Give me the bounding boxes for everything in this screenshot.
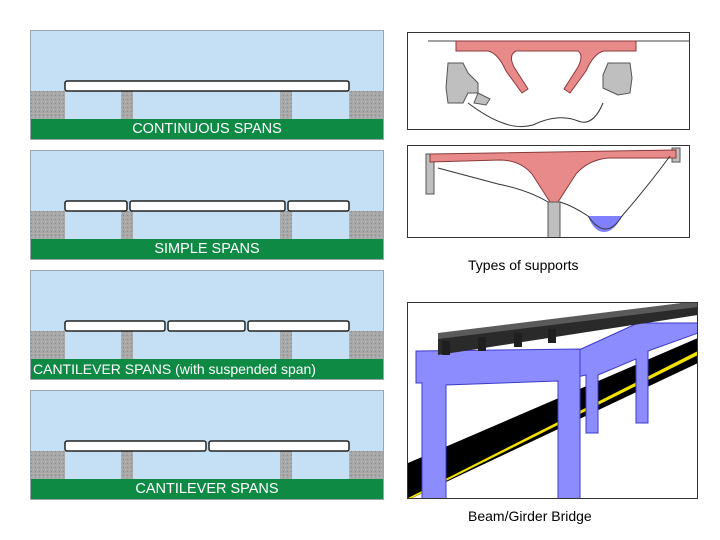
girder	[514, 333, 522, 347]
near-pier	[415, 348, 581, 498]
span-panel-simple: SIMPLE SPANS	[30, 150, 384, 260]
simple-deck	[129, 200, 286, 212]
panel-label: SIMPLE SPANS	[31, 239, 383, 259]
right-abutment	[602, 62, 633, 96]
support-diagram-arch-frame	[407, 32, 690, 130]
road	[408, 338, 697, 498]
continuous-span-drawing	[31, 80, 383, 121]
terrain-line	[467, 102, 604, 128]
pier	[280, 91, 292, 121]
cantilever-drawing	[31, 440, 383, 481]
pier	[121, 211, 133, 241]
beam-girder-bridge-image	[407, 302, 698, 499]
pier	[280, 331, 292, 361]
span-panel-cantilever-suspended: CANTILEVER SPANS (with suspended span)	[30, 270, 384, 380]
cantilever-arm	[64, 320, 166, 332]
beam-bridge-drawing	[408, 303, 697, 498]
pier	[280, 451, 292, 481]
center-pier	[547, 201, 561, 237]
left-abutment	[445, 62, 479, 104]
cantilever-arm	[208, 440, 350, 452]
left-abutment	[31, 331, 65, 361]
simple-deck	[64, 200, 128, 212]
left-abutment	[31, 91, 65, 121]
frame-pier-drawing	[425, 147, 681, 237]
girder	[478, 337, 486, 351]
left-abutment	[31, 211, 65, 241]
pier	[121, 91, 133, 121]
water	[588, 216, 622, 232]
terrain-line	[437, 155, 671, 230]
cantilever-suspended-drawing	[31, 320, 383, 361]
far-pier	[567, 322, 697, 434]
beam-bridge-caption: Beam/Girder Bridge	[468, 508, 592, 524]
arch-frame	[455, 40, 637, 94]
panel-label: CANTILEVER SPANS	[31, 479, 383, 499]
cantilever-arm	[64, 440, 207, 452]
supports-caption: Types of supports	[468, 257, 579, 273]
pier	[280, 211, 292, 241]
footing	[473, 92, 491, 106]
pier	[121, 451, 133, 481]
support-diagram-frame-pier	[407, 145, 690, 238]
cantilever-arm	[247, 320, 350, 332]
right-abutment	[349, 211, 383, 241]
rigid-frame-drawing	[428, 40, 689, 128]
right-abutment	[349, 331, 383, 361]
span-panel-continuous: CONTINUOUS SPANS	[30, 30, 384, 140]
simple-span-drawing	[31, 200, 383, 241]
left-abutment	[31, 451, 65, 481]
pier	[121, 331, 133, 361]
right-abutment	[349, 91, 383, 121]
span-panel-cantilever: CANTILEVER SPANS	[30, 390, 384, 500]
continuous-deck	[64, 80, 350, 92]
panel-label: CANTILEVER SPANS (with suspended span)	[31, 359, 383, 379]
right-abutment	[349, 451, 383, 481]
panel-label: CONTINUOUS SPANS	[31, 119, 383, 139]
suspended-span	[167, 320, 246, 332]
deck-top	[438, 303, 697, 339]
simple-deck	[287, 200, 350, 212]
girder	[442, 341, 450, 355]
girder	[548, 329, 556, 343]
deck-slab	[438, 303, 697, 355]
